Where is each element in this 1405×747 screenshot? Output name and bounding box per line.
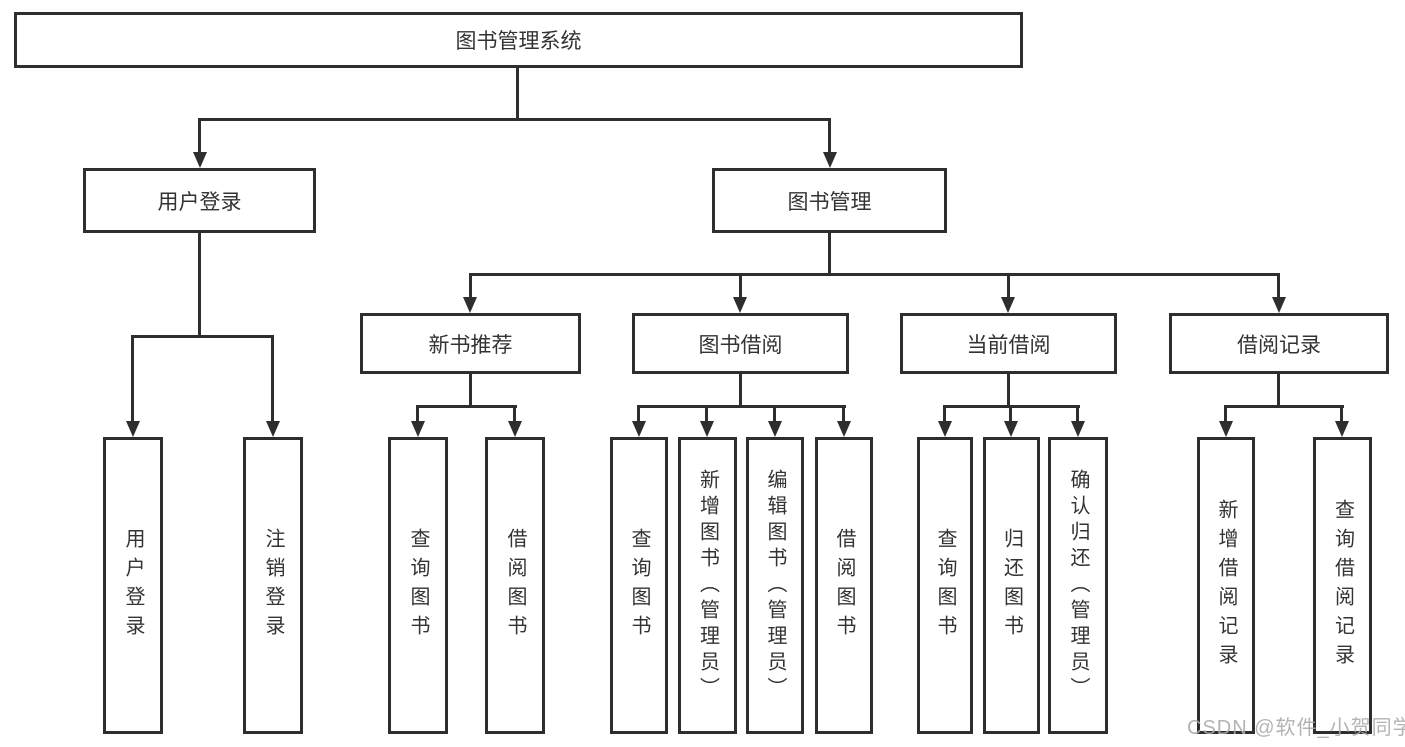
node-book-borrow: 图书借阅 xyxy=(632,313,849,374)
leaf-borrow-borrow-books: 借阅图书 xyxy=(815,437,873,734)
node-book-management: 图书管理 xyxy=(712,168,947,233)
leaf-borrow-query-books: 查询图书 xyxy=(610,437,668,734)
connector-vline xyxy=(198,233,201,335)
connector-vline xyxy=(842,405,845,421)
arrow-down-icon xyxy=(837,421,851,437)
connector-hline xyxy=(1224,405,1344,408)
connector-vline xyxy=(1076,405,1079,421)
leaf-label: 注销登录 xyxy=(262,527,284,644)
arrow-down-icon xyxy=(266,421,280,437)
connector-vline xyxy=(773,405,776,421)
leaf-query-borrow-record: 查询借阅记录 xyxy=(1313,437,1372,734)
connector-vline xyxy=(416,405,419,421)
node-label: 当前借阅 xyxy=(966,333,1051,357)
csdn-watermark: CSDN @软件_小贺同学 xyxy=(1187,717,1405,739)
arrow-down-icon xyxy=(1335,421,1349,437)
leaf-label: 归还图书 xyxy=(1000,527,1023,644)
leaf-add-borrow-record: 新增借阅记录 xyxy=(1197,437,1255,734)
connector-vline xyxy=(469,374,472,405)
connector-vline xyxy=(1277,374,1280,405)
leaf-label: 确认归还（管理员） xyxy=(1067,468,1089,703)
arrow-down-icon xyxy=(1001,297,1015,313)
leaf-user-login: 用户登录 xyxy=(103,437,163,734)
leaf-confirm-return-admin: 确认归还（管理员） xyxy=(1048,437,1108,734)
connector-vline xyxy=(516,68,519,118)
leaf-label: 借阅图书 xyxy=(833,527,855,644)
node-current-borrow: 当前借阅 xyxy=(900,313,1117,374)
arrow-down-icon xyxy=(632,421,646,437)
connector-vline xyxy=(739,374,742,405)
connector-vline xyxy=(1340,405,1343,421)
arrow-down-icon xyxy=(823,152,837,168)
connector-hline xyxy=(637,405,846,408)
connector-vline xyxy=(198,118,201,154)
arrow-down-icon xyxy=(411,421,425,437)
node-label: 图书管理 xyxy=(787,190,872,214)
arrow-down-icon xyxy=(463,297,477,313)
connector-hline xyxy=(198,118,831,121)
connector-vline xyxy=(1277,273,1280,297)
arrow-down-icon xyxy=(508,421,522,437)
connector-vline xyxy=(131,335,134,421)
connector-vline xyxy=(1007,374,1010,405)
connector-vline xyxy=(271,335,274,421)
leaf-label: 查询图书 xyxy=(407,527,429,644)
connector-vline xyxy=(828,118,831,154)
connector-vline xyxy=(513,405,516,421)
leaf-label: 借阅图书 xyxy=(504,527,526,644)
node-book-management-system: 图书管理系统 xyxy=(14,12,1023,68)
node-label: 借阅记录 xyxy=(1237,333,1321,357)
connector-hline xyxy=(416,405,517,408)
leaf-recommend-query-books: 查询图书 xyxy=(388,437,448,734)
arrow-down-icon xyxy=(193,152,207,168)
leaf-label: 新增借阅记录 xyxy=(1215,498,1237,673)
leaf-recommend-borrow-books: 借阅图书 xyxy=(485,437,545,734)
arrow-down-icon xyxy=(1272,297,1286,313)
arrow-down-icon xyxy=(1004,421,1018,437)
arrow-down-icon xyxy=(700,421,714,437)
arrow-down-icon xyxy=(768,421,782,437)
leaf-edit-books-admin: 编辑图书（管理员） xyxy=(746,437,804,734)
leaf-label: 查询图书 xyxy=(934,527,956,644)
node-user-login: 用户登录 xyxy=(83,168,316,233)
leaf-return-books: 归还图书 xyxy=(983,437,1040,734)
leaf-label: 用户登录 xyxy=(122,527,144,644)
connector-vline xyxy=(943,405,946,421)
leaf-label: 查询借阅记录 xyxy=(1331,498,1354,673)
connector-vline xyxy=(1224,405,1227,421)
connector-vline xyxy=(1007,273,1010,297)
connector-vline xyxy=(705,405,708,421)
node-label: 新书推荐 xyxy=(428,333,513,357)
node-new-book-recommend: 新书推荐 xyxy=(360,313,581,374)
leaf-add-books-admin: 新增图书（管理员） xyxy=(678,437,737,734)
leaf-label: 查询图书 xyxy=(628,527,650,644)
leaf-current-query-books: 查询图书 xyxy=(917,437,973,734)
connector-hline xyxy=(469,273,1280,276)
leaf-label: 新增图书（管理员） xyxy=(696,468,719,703)
arrow-down-icon xyxy=(733,297,747,313)
connector-vline xyxy=(469,273,472,297)
node-label: 用户登录 xyxy=(157,190,242,214)
node-label: 图书借阅 xyxy=(698,333,783,357)
arrow-down-icon xyxy=(1219,421,1233,437)
connector-vline xyxy=(828,233,831,273)
arrow-down-icon xyxy=(938,421,952,437)
connector-vline xyxy=(739,273,742,297)
leaf-logout: 注销登录 xyxy=(243,437,303,734)
node-label: 图书管理系统 xyxy=(455,30,582,53)
node-borrow-records: 借阅记录 xyxy=(1169,313,1389,374)
arrow-down-icon xyxy=(126,421,140,437)
arrow-down-icon xyxy=(1071,421,1085,437)
leaf-label: 编辑图书（管理员） xyxy=(764,468,786,703)
connector-vline xyxy=(637,405,640,421)
connector-hline xyxy=(131,335,274,338)
connector-vline xyxy=(1009,405,1012,421)
